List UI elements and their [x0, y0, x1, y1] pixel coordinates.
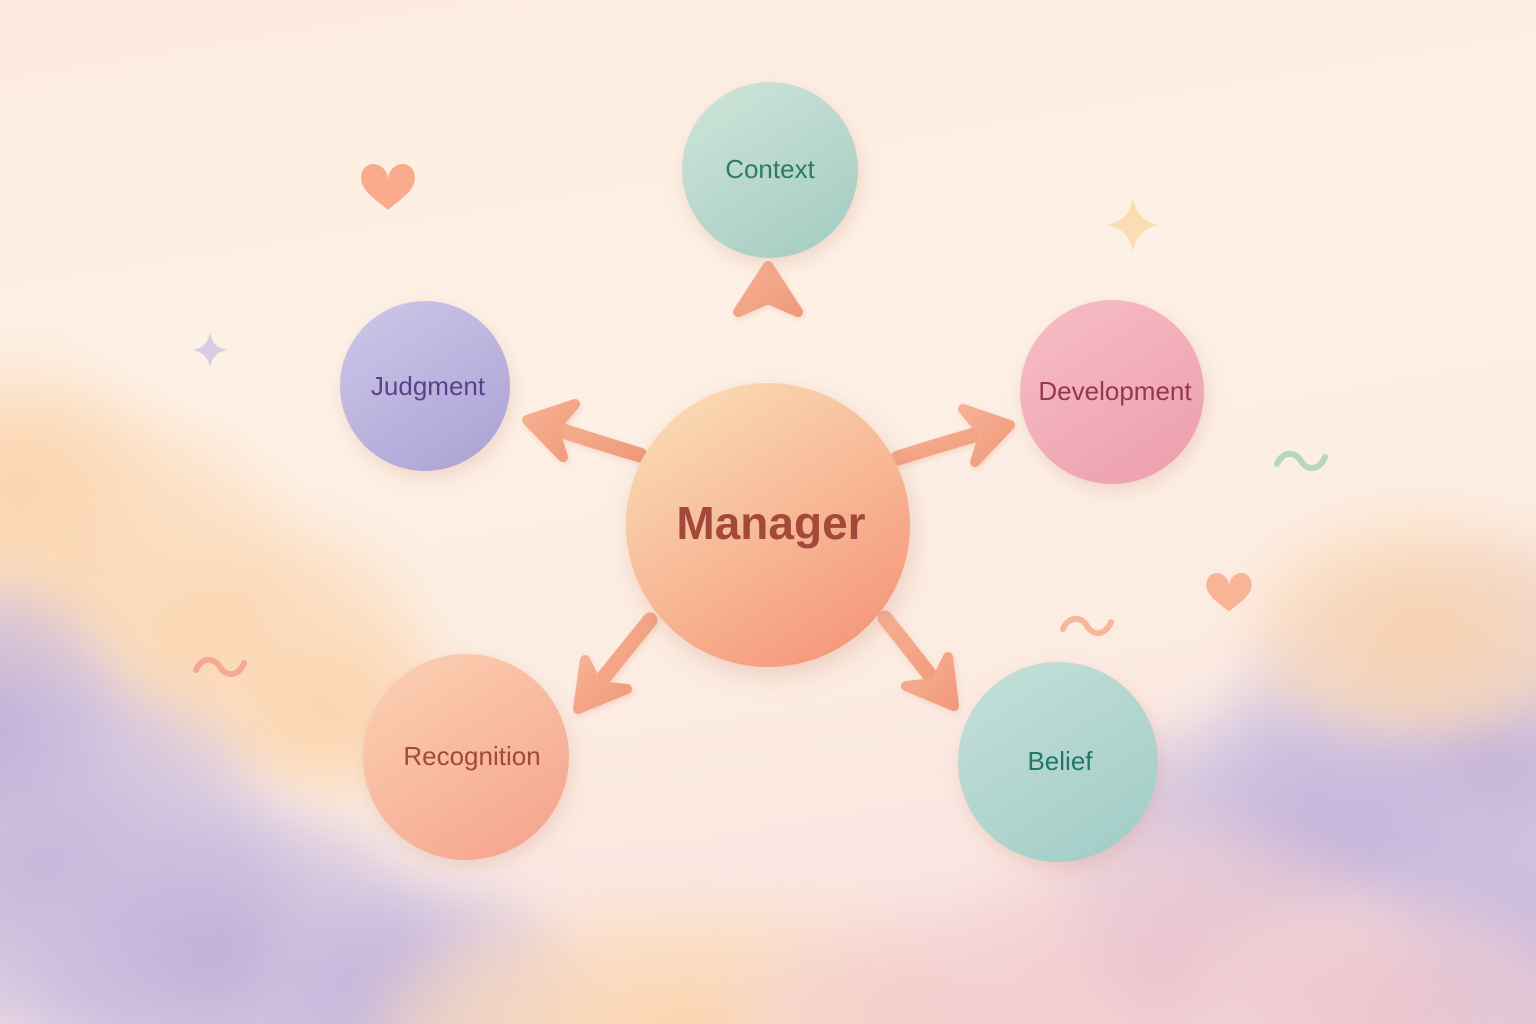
squiggle-left-peach — [193, 656, 247, 677]
node-manager-center[interactable]: Manager — [626, 383, 910, 667]
node-judgment[interactable]: Judgment — [340, 301, 510, 471]
arrowhead-context-icon — [733, 261, 803, 317]
node-manager-label: Manager — [676, 497, 865, 549]
squiggle-icon — [1060, 615, 1114, 636]
node-development-circle[interactable] — [1020, 300, 1204, 484]
node-belief[interactable]: Belief — [958, 662, 1158, 862]
node-recognition-circle[interactable] — [363, 654, 569, 860]
node-context-label: Context — [725, 154, 815, 184]
node-recognition[interactable]: Recognition — [363, 654, 569, 860]
arrowhead-recognition-icon — [573, 655, 632, 714]
heart-icon — [1206, 573, 1252, 612]
node-context-circle[interactable] — [682, 82, 858, 258]
node-development[interactable]: Development — [1020, 300, 1204, 484]
node-judgment-label: Judgment — [371, 371, 486, 401]
arrowhead-belief-icon — [901, 652, 959, 711]
sparkle-left — [192, 332, 228, 368]
squiggle-icon — [193, 656, 247, 677]
cloud-cluster-right-pink — [940, 820, 1536, 1024]
arrowhead-development-icon — [958, 404, 1015, 467]
sparkle-icon — [192, 332, 228, 368]
sparkle-top-right — [1106, 198, 1160, 252]
heart-icon — [361, 164, 415, 210]
sparkle-icon — [1106, 198, 1160, 252]
arrowhead-judgment-icon — [522, 399, 580, 462]
node-recognition-label: Recognition — [403, 741, 540, 771]
arrow-heads — [522, 261, 1015, 714]
heart-top-left — [361, 164, 415, 210]
node-manager-circle[interactable] — [626, 383, 910, 667]
node-belief-label: Belief — [1027, 746, 1093, 776]
node-judgment-circle[interactable] — [340, 301, 510, 471]
squiggle-right-peach — [1060, 615, 1114, 636]
heart-right — [1206, 573, 1252, 612]
node-belief-circle[interactable] — [958, 662, 1158, 862]
squiggle-icon — [1274, 450, 1328, 471]
node-development-label: Development — [1038, 376, 1192, 406]
squiggle-right-green — [1274, 450, 1328, 471]
cloud-upper-right — [1240, 500, 1536, 740]
node-context[interactable]: Context — [682, 82, 858, 258]
